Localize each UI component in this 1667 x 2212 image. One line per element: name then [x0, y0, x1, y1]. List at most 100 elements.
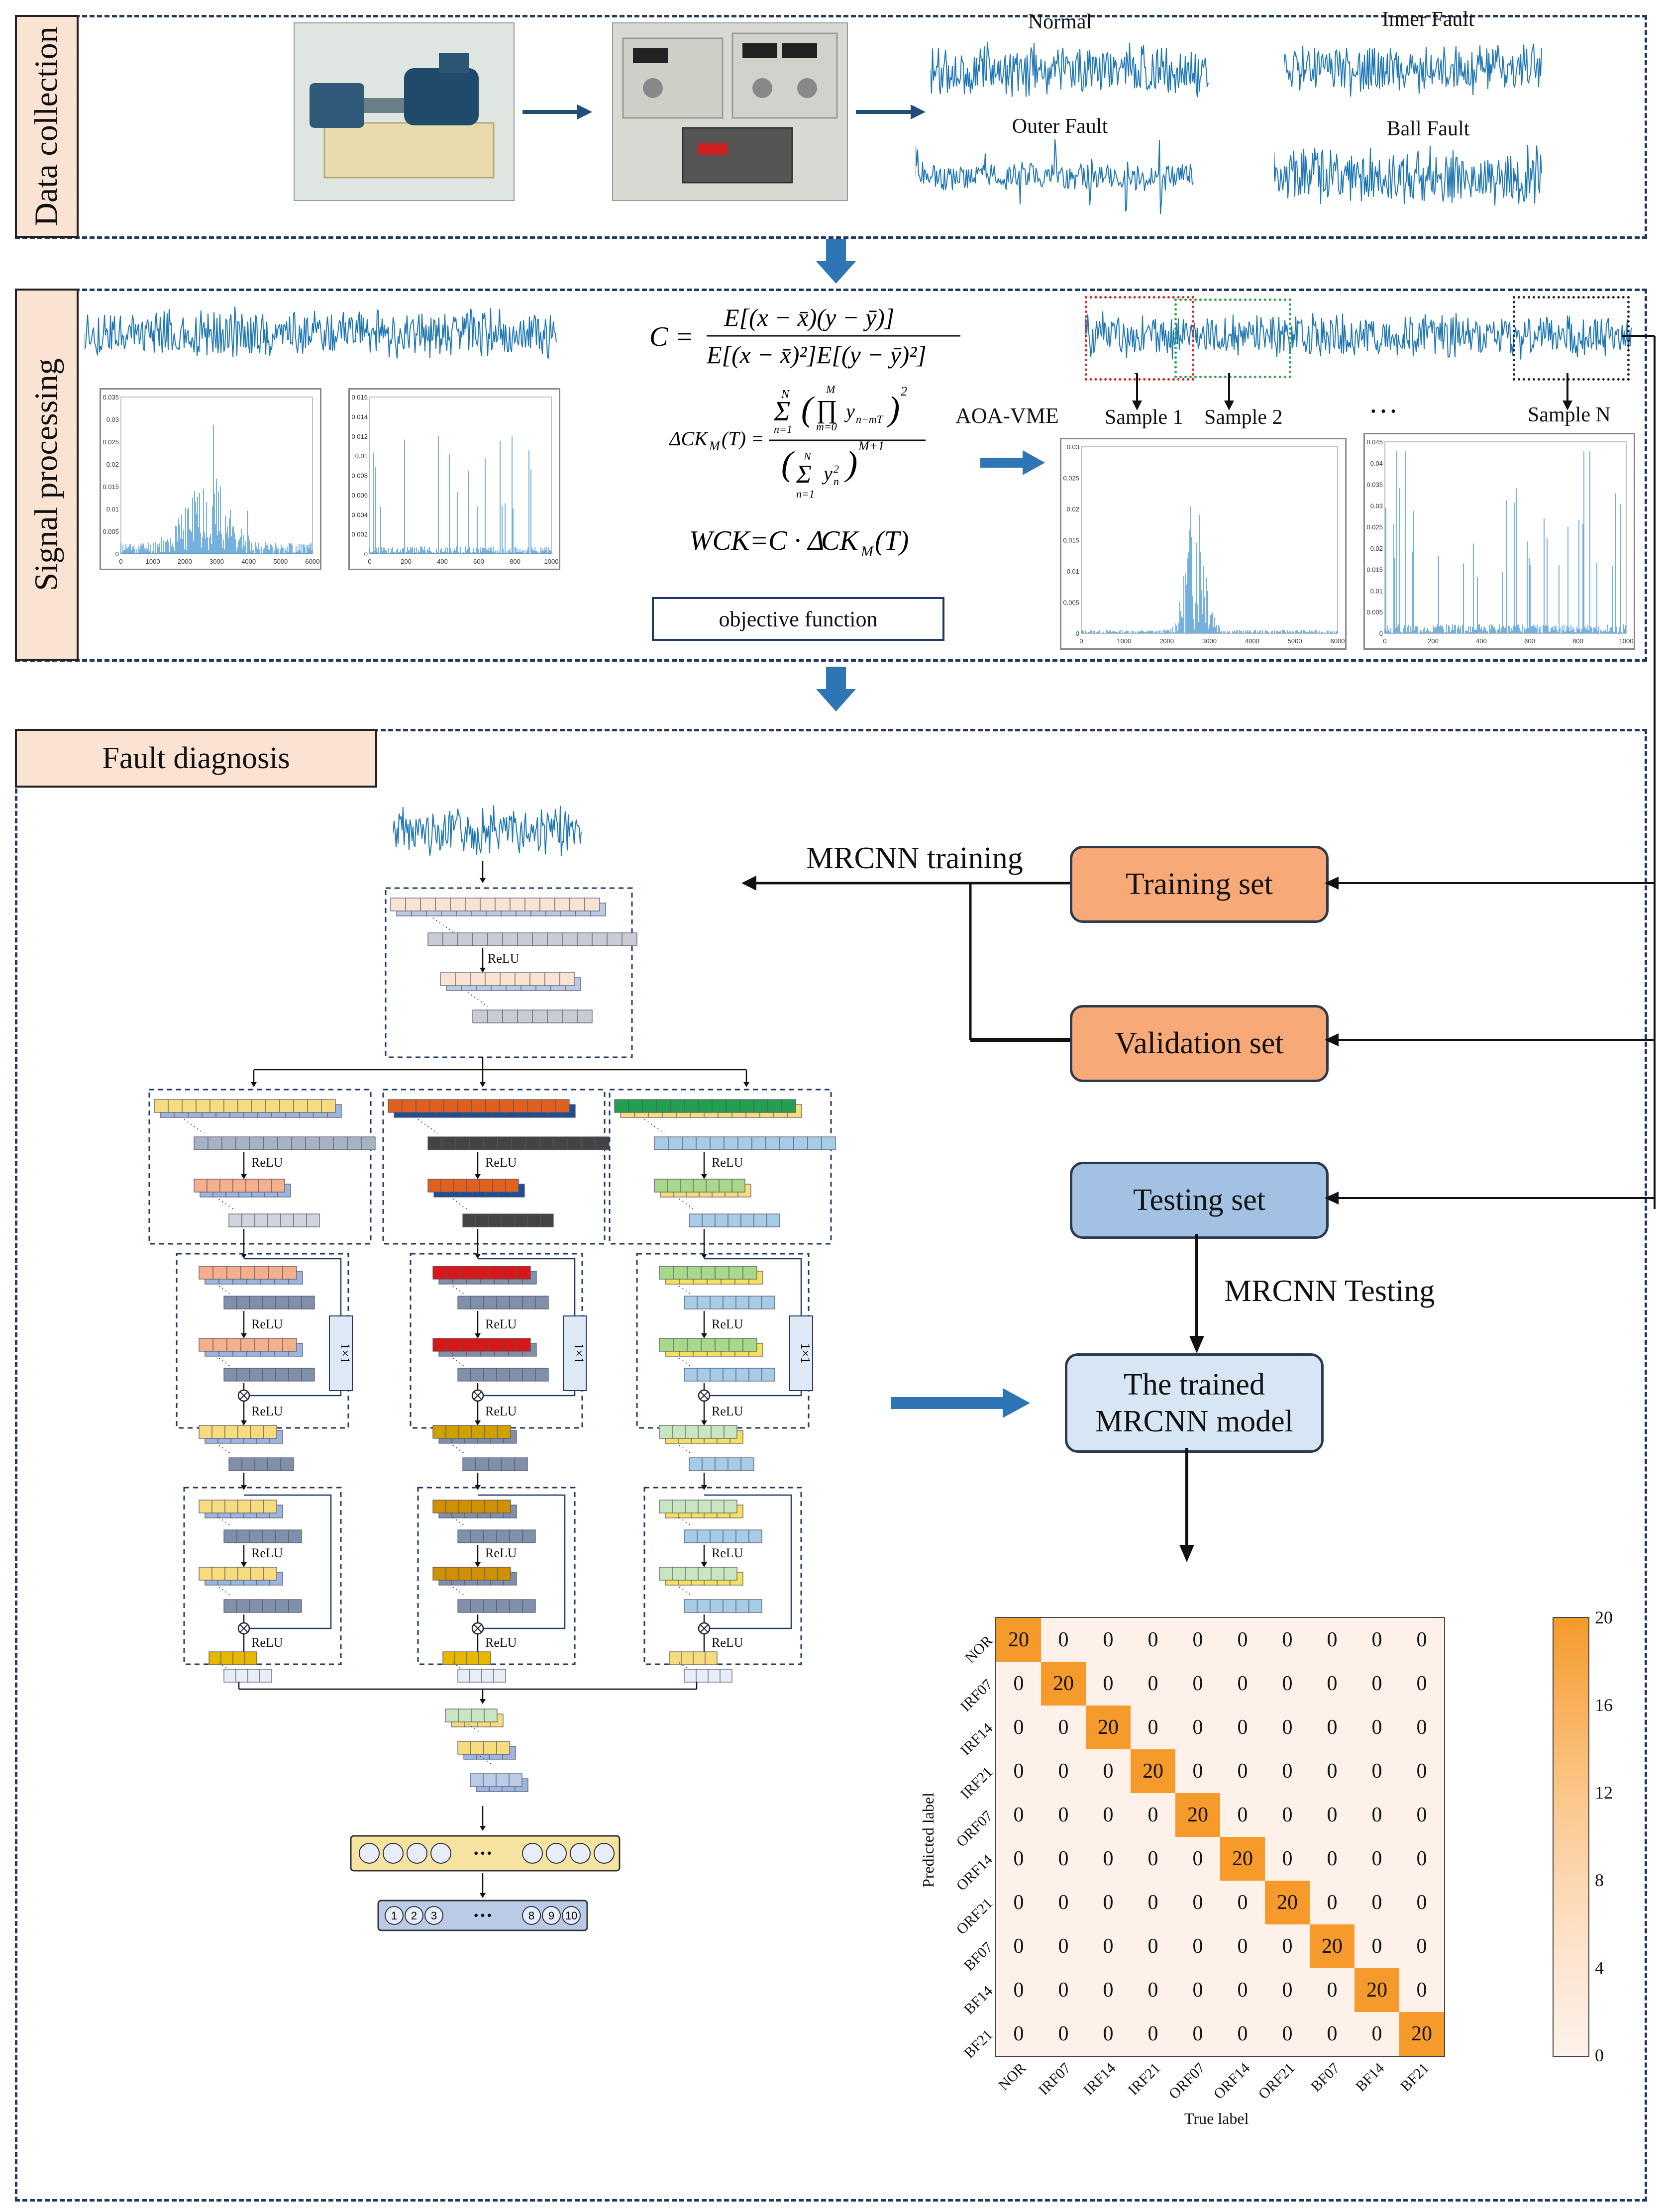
- cm-cell: 0: [1041, 1749, 1086, 1793]
- ytick-label: 0.025: [1366, 523, 1383, 531]
- colorbar-tick: 12: [1595, 1783, 1613, 1803]
- relu-label: ReLU: [485, 1635, 517, 1650]
- wck-formula: WCK=C · Δ CK M (T): [687, 522, 945, 569]
- cm-cell: 0: [1354, 2012, 1399, 2056]
- wave-label-normal: Normal: [1028, 10, 1092, 33]
- xtick-label: 400: [437, 558, 448, 565]
- output-node-label: 10: [565, 1910, 577, 1922]
- cm-cell: 0: [1086, 1749, 1131, 1793]
- cm-cell: 0: [996, 2012, 1041, 2056]
- svg-text:ΔCK: ΔCK: [668, 427, 709, 450]
- cm-cell: 0: [996, 1924, 1041, 1968]
- cm-cell: 0: [1041, 1837, 1086, 1881]
- relu-label: ReLU: [251, 1317, 283, 1331]
- ytick-label: 0.015: [1063, 537, 1079, 544]
- svg-text:Σ: Σ: [773, 396, 790, 427]
- colorbar-tick: 4: [1595, 1958, 1604, 1978]
- relu-label: ReLU: [712, 1155, 743, 1170]
- ck-formula: ΔCK M (T) = N Σ n=1 ( M ∏ m=0 y n−mT ) 2…: [667, 381, 945, 521]
- output-node-label: 3: [431, 1910, 437, 1922]
- ytick-label: 0.01: [1067, 568, 1079, 575]
- network-input-signal: [393, 805, 582, 856]
- output-node-label: 8: [528, 1910, 534, 1922]
- colorbar-tick: 16: [1595, 1695, 1613, 1715]
- ytick-label: 0.02: [1370, 545, 1383, 552]
- sample-window-2: [1174, 299, 1291, 378]
- relu-label: ReLU: [712, 1317, 743, 1331]
- cm-cell: 0: [1310, 1837, 1354, 1881]
- relu-label: ReLU: [485, 1546, 517, 1560]
- ytick-label: 0.04: [1370, 460, 1383, 467]
- cm-cell: 0: [1354, 1749, 1399, 1793]
- svg-text:n=1: n=1: [774, 423, 792, 435]
- cm-cell: 0: [1220, 1881, 1265, 1924]
- method-label: AOA-VME: [955, 403, 1059, 428]
- sample-window-n: [1513, 296, 1630, 381]
- cm-ylabel: Predicted label: [919, 1792, 938, 1888]
- test-rig-photo: [294, 22, 515, 201]
- cm-cell: 0: [1399, 1706, 1444, 1749]
- cm-cell: 0: [1399, 1662, 1444, 1706]
- xtick-label: 3000: [209, 558, 224, 565]
- cm-cell: 0: [1041, 1924, 1086, 1968]
- ytick-label: 0.01: [106, 505, 119, 513]
- xtick-label: 2000: [178, 558, 192, 565]
- instrument-photo: [612, 22, 848, 201]
- arrow-right-icon: [856, 104, 926, 119]
- colorbar-tick: 20: [1595, 1608, 1613, 1627]
- svg-text:N: N: [781, 388, 790, 401]
- colorbar-tick: 0: [1595, 2045, 1604, 2065]
- objective-function-box: objective function: [652, 597, 944, 641]
- xtick-label: 6000: [306, 558, 320, 565]
- cm-cell: 0: [996, 1968, 1041, 2012]
- cm-cell: 20: [1041, 1662, 1086, 1706]
- cm-cell: 0: [1354, 1924, 1399, 1968]
- svg-text:M: M: [826, 383, 836, 396]
- cm-cell: 0: [1041, 1881, 1086, 1924]
- svg-text:(: (: [801, 390, 815, 428]
- cm-cell: 0: [1175, 1618, 1220, 1662]
- ytick-label: 0.02: [106, 461, 119, 468]
- ytick-label: 0: [1076, 630, 1079, 637]
- relu-label: ReLU: [712, 1635, 743, 1650]
- ytick-label: 0.008: [351, 472, 368, 480]
- arrow-right-icon: [891, 1388, 1030, 1418]
- sample-window-1: [1085, 296, 1194, 381]
- xtick-label: 2000: [1159, 637, 1174, 645]
- svg-text:): ): [886, 390, 900, 428]
- ytick-label: 0: [364, 550, 368, 558]
- ytick-label: 0.005: [103, 528, 119, 535]
- cm-cell: 0: [996, 1793, 1041, 1837]
- mrcnn-architecture: ReLUReLUReLU1×1ReLUReLUReLUReLUReLU1×1Re…: [148, 861, 836, 1931]
- cm-cell: 0: [1131, 1968, 1175, 2012]
- xtick-label: 1000: [1619, 637, 1634, 645]
- xtick-label: 400: [1476, 637, 1487, 645]
- fc-ellipsis: ···: [473, 1842, 493, 1864]
- xtick-label: 800: [1572, 637, 1583, 645]
- flow-arrows: [741, 876, 1655, 1562]
- xtick-label: 200: [401, 558, 412, 565]
- xtick-label: 3000: [1202, 637, 1217, 645]
- cm-cell: 0: [1175, 1924, 1220, 1968]
- correlation-formula: C = E[(x − x̄)(y − ȳ)] E[(x − x̄)²]E[(y …: [647, 299, 970, 385]
- cm-cell: 0: [1131, 2012, 1175, 2056]
- cm-cell: 0: [1041, 1706, 1086, 1749]
- svg-text:(: (: [781, 445, 795, 483]
- cm-cell: 0: [1310, 2012, 1354, 2056]
- cm-cell: 0: [1220, 1968, 1265, 2012]
- svg-text:∏: ∏: [816, 396, 837, 424]
- relu-label: ReLU: [251, 1404, 283, 1418]
- data-collection-label: Data collection: [15, 15, 79, 238]
- cm-cell: 0: [996, 1662, 1041, 1706]
- cm-cell: 0: [1265, 1837, 1310, 1881]
- ytick-label: 0.005: [1366, 608, 1383, 616]
- mrcnn-training-label: MRCNN training: [806, 841, 1023, 875]
- cm-cell: 0: [1175, 1968, 1220, 2012]
- ytick-label: 0.025: [103, 438, 119, 446]
- cm-cell: 0: [1175, 1749, 1220, 1793]
- output-node-label: 9: [548, 1910, 554, 1922]
- cm-cell: 20: [1265, 1881, 1310, 1924]
- sample-2-label: Sample 2: [1204, 406, 1283, 429]
- cm-cell: 0: [1265, 1924, 1310, 1968]
